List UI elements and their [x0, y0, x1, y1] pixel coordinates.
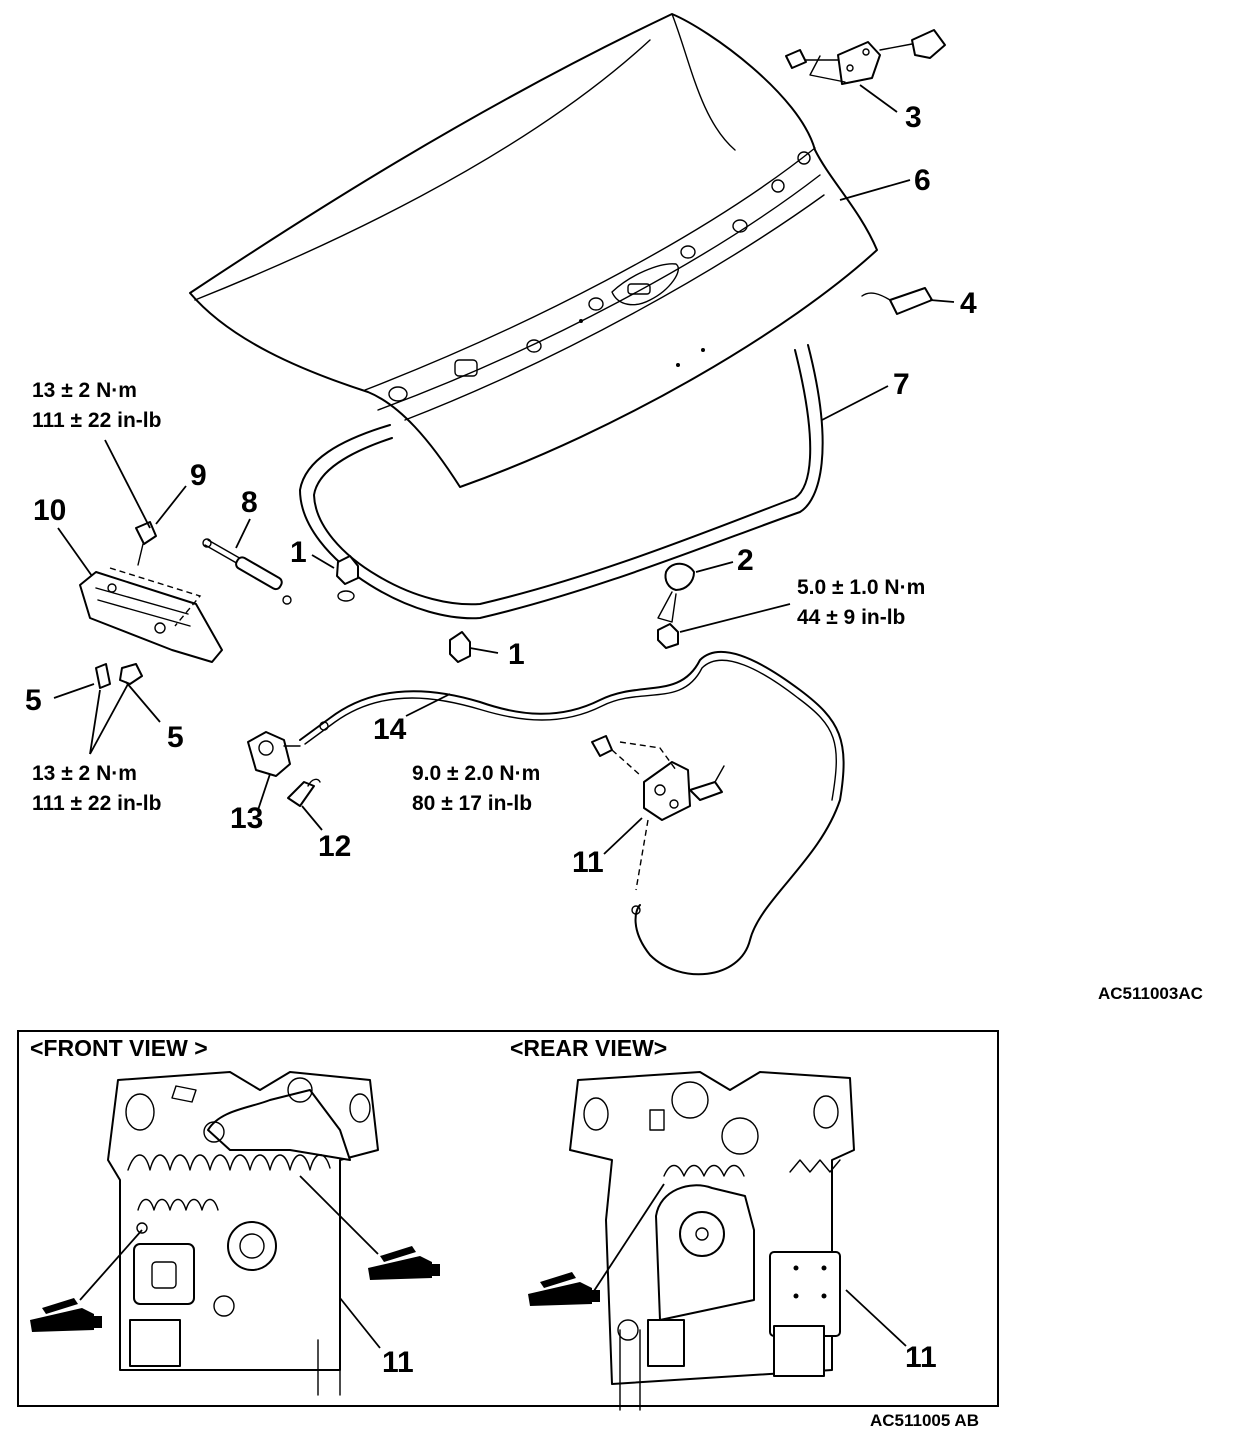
trunk-lid — [189, 13, 878, 488]
torque-9-inlb: 111 ± 22 in-lb — [32, 409, 161, 432]
grease-gun-icon — [30, 1298, 102, 1332]
callout-13: 13 — [230, 802, 263, 835]
striker-2 — [657, 562, 695, 649]
callout-10: 10 — [33, 494, 66, 527]
hinge-bracket-3 — [785, 29, 946, 85]
detail-box — [17, 1030, 999, 1407]
figure-code-bottom: AC511005 AB — [870, 1411, 979, 1430]
leader-lines — [53, 84, 955, 855]
callout-14: 14 — [373, 713, 407, 746]
front-view-title: <FRONT VIEW > — [30, 1035, 208, 1061]
latch-front-view — [79, 1071, 381, 1396]
grease-gun-icon — [368, 1246, 440, 1280]
latch-rear-view — [569, 1071, 907, 1411]
callout-9: 9 — [190, 459, 207, 492]
torque-5-inlb: 111 ± 22 in-lb — [32, 792, 161, 815]
trunk-latch-11 — [591, 735, 725, 891]
torque-5-nm: 13 ± 2 N·m — [32, 762, 137, 785]
callout-11-top: 11 — [572, 846, 604, 879]
callout-4: 4 — [960, 287, 977, 320]
release-cable-14 — [299, 651, 845, 976]
lock-cylinder-13 — [247, 731, 301, 777]
callout-5-right: 5 — [167, 721, 184, 754]
callout-1-lower: 1 — [508, 638, 525, 671]
figure-code-top: AC511003AC — [1098, 984, 1203, 1003]
gas-strut-8 — [202, 538, 292, 605]
hinge-assembly-10 — [79, 521, 223, 663]
grease-gun-icon — [528, 1272, 600, 1306]
bumper-1-lower — [449, 631, 471, 663]
callout-3: 3 — [905, 101, 922, 134]
callout-11-front: 11 — [382, 1346, 414, 1379]
callout-6: 6 — [914, 164, 931, 197]
torque-9-nm: 13 ± 2 N·m — [32, 379, 137, 402]
callout-5-left: 5 — [25, 684, 42, 717]
callout-1-upper: 1 — [290, 536, 307, 569]
clip-12 — [287, 778, 321, 807]
callout-11-rear: 11 — [905, 1341, 937, 1374]
callout-12: 12 — [318, 830, 351, 863]
bolts-5 — [95, 663, 143, 689]
torque-11-nm: 9.0 ± 2.0 N·m — [412, 762, 540, 785]
torque-2-inlb: 44 ± 9 in-lb — [797, 606, 905, 629]
callout-2: 2 — [737, 544, 754, 577]
callout-7: 7 — [893, 368, 910, 401]
bumper-1-upper — [336, 555, 359, 602]
weatherstrip — [299, 344, 824, 620]
callout-8: 8 — [241, 486, 258, 519]
clip-4 — [861, 287, 933, 315]
torque-11-inlb: 80 ± 17 in-lb — [412, 792, 532, 815]
torque-2-nm: 5.0 ± 1.0 N·m — [797, 576, 925, 599]
rear-view-title: <REAR VIEW> — [510, 1035, 667, 1061]
